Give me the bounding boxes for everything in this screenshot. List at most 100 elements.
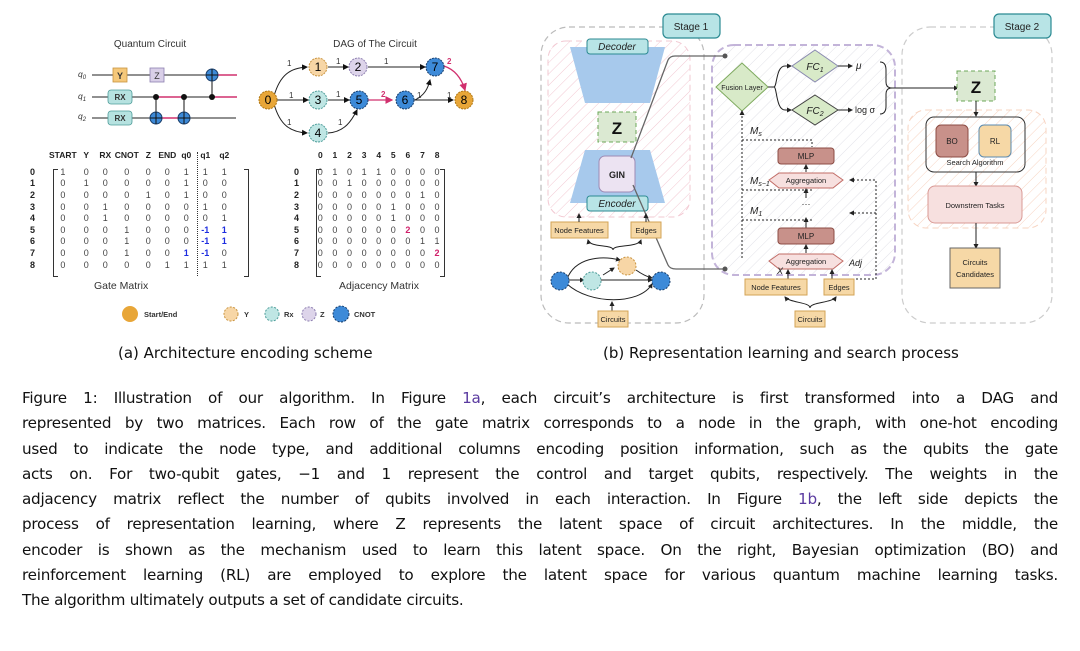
matrix-cell: 1 (183, 259, 189, 270)
matrix-cell: 0 (221, 178, 227, 189)
spacer (299, 150, 313, 166)
caption-line: Figure 1: Illustration of our algorithm.… (22, 386, 1058, 411)
decoder-label: Decoder (586, 38, 649, 55)
matrix-cell: 0 (83, 247, 89, 258)
matrix-cell: 0 (419, 247, 425, 258)
matrix-cell: 0 (164, 166, 170, 177)
matrix-cell: 0 (102, 224, 108, 235)
adj-matrix-bracket-left (316, 169, 321, 277)
figure-reference-link[interactable]: 1a (462, 389, 481, 407)
matrix-cell: 0 (60, 247, 66, 258)
matrix-cell: 1 (183, 166, 189, 177)
svg-text:Edges: Edges (828, 283, 850, 292)
svg-text:4: 4 (315, 126, 322, 140)
ms-label: Ms (750, 126, 762, 138)
svg-text:Y: Y (117, 71, 123, 81)
matrix-cell: 0 (145, 166, 151, 177)
gate-rx-q1: RX (107, 89, 133, 105)
matrix-cell: 1 (221, 166, 227, 177)
caption-b: (b) Representation learning and search p… (603, 344, 959, 362)
matrix-cell: 0 (317, 166, 323, 177)
matrix-cell: 0 (145, 213, 151, 224)
matrix-cell: 0 (183, 224, 189, 235)
dag-node-1: 1 (308, 57, 328, 77)
encoder-label: Encoder (586, 195, 649, 212)
row-label: 7 (30, 247, 36, 258)
matrix-cell: 0 (361, 201, 367, 212)
caption-text: process of representation learning, wher… (22, 515, 1058, 534)
svg-text:1: 1 (336, 90, 341, 99)
svg-text:1: 1 (287, 59, 292, 68)
dag-node-0: 0 (258, 90, 278, 110)
ms1-label: Ms−1 (750, 176, 770, 188)
matrix-cell: 0 (202, 178, 208, 189)
row-label: 1 (30, 178, 36, 189)
column-header: 4 (376, 150, 382, 160)
svg-text:1: 1 (289, 91, 294, 100)
spacer (299, 201, 313, 213)
s1-node-features: Node Features (550, 221, 609, 239)
matrix-cell: 0 (124, 213, 130, 224)
row-label: 0 (294, 166, 300, 177)
matrix-cell: 0 (361, 247, 367, 258)
caption-line: reinforcement learning (RL) are employed… (22, 563, 1058, 588)
matrix-cell: 1 (390, 213, 396, 224)
matrix-cell: 1 (124, 224, 130, 235)
matrix-cell: 0 (164, 189, 170, 200)
matrix-cell: 0 (332, 259, 338, 270)
bo-box: BO (935, 124, 969, 158)
matrix-cell: 0 (83, 259, 89, 270)
column-header: q1 (200, 150, 211, 160)
mid-node-features: Node Features (744, 278, 808, 296)
svg-text:Stage 1: Stage 1 (674, 22, 709, 33)
column-header: 7 (420, 150, 425, 160)
spacer (35, 178, 49, 190)
matrix-cell: 0 (361, 178, 367, 189)
gate-matrix-bracket-right (244, 169, 249, 277)
column-header: 3 (361, 150, 367, 160)
caption-a: (a) Architecture encoding scheme (118, 344, 373, 362)
matrix-cell: 0 (164, 236, 170, 247)
svg-text:Node Features: Node Features (751, 283, 801, 292)
matrix-cell: 0 (83, 166, 89, 177)
matrix-cell: 0 (317, 189, 323, 200)
matrix-cell: 0 (145, 259, 151, 270)
svg-text:Node Features: Node Features (554, 226, 604, 235)
matrix-cell: 0 (60, 213, 66, 224)
gate-rx-q2: RX (107, 110, 133, 126)
matrix-cell: 0 (390, 236, 396, 247)
x-label: X (776, 266, 784, 276)
caption-text: Figure 1: Illustration of our algorithm.… (22, 389, 463, 407)
column-header: END (158, 150, 177, 160)
circuit-title: Quantum Circuit (114, 39, 186, 50)
svg-text:RX: RX (114, 93, 126, 102)
matrix-cell: 1 (202, 166, 208, 177)
matrix-cell: 1 (183, 247, 189, 258)
caption-line: acts on. For two-qubit gates, −1 and 1 r… (22, 462, 1058, 487)
fc2: FC2 (791, 94, 839, 126)
row-label: 5 (294, 224, 300, 235)
row-label: 7 (294, 247, 300, 258)
legend-y: Y (223, 306, 249, 322)
figure-reference-link[interactable]: 1b (798, 490, 817, 509)
column-header: Z (145, 150, 151, 160)
qubit-label-q0: q0 (78, 69, 87, 81)
matrix-cell: 0 (419, 166, 425, 177)
panel-a-diagrams: Quantum Circuit q0 q1 q2 Y Z RX RX (78, 39, 474, 143)
svg-text:Candidates: Candidates (956, 270, 994, 279)
matrix-cell: 0 (317, 213, 323, 224)
svg-text:Rx: Rx (284, 310, 294, 319)
svg-text:2: 2 (447, 57, 452, 66)
spacer (35, 212, 49, 224)
matrix-cell: 1 (346, 178, 352, 189)
svg-text:5: 5 (356, 93, 363, 107)
matrix-cell: 0 (221, 201, 227, 212)
spacer (299, 166, 313, 178)
